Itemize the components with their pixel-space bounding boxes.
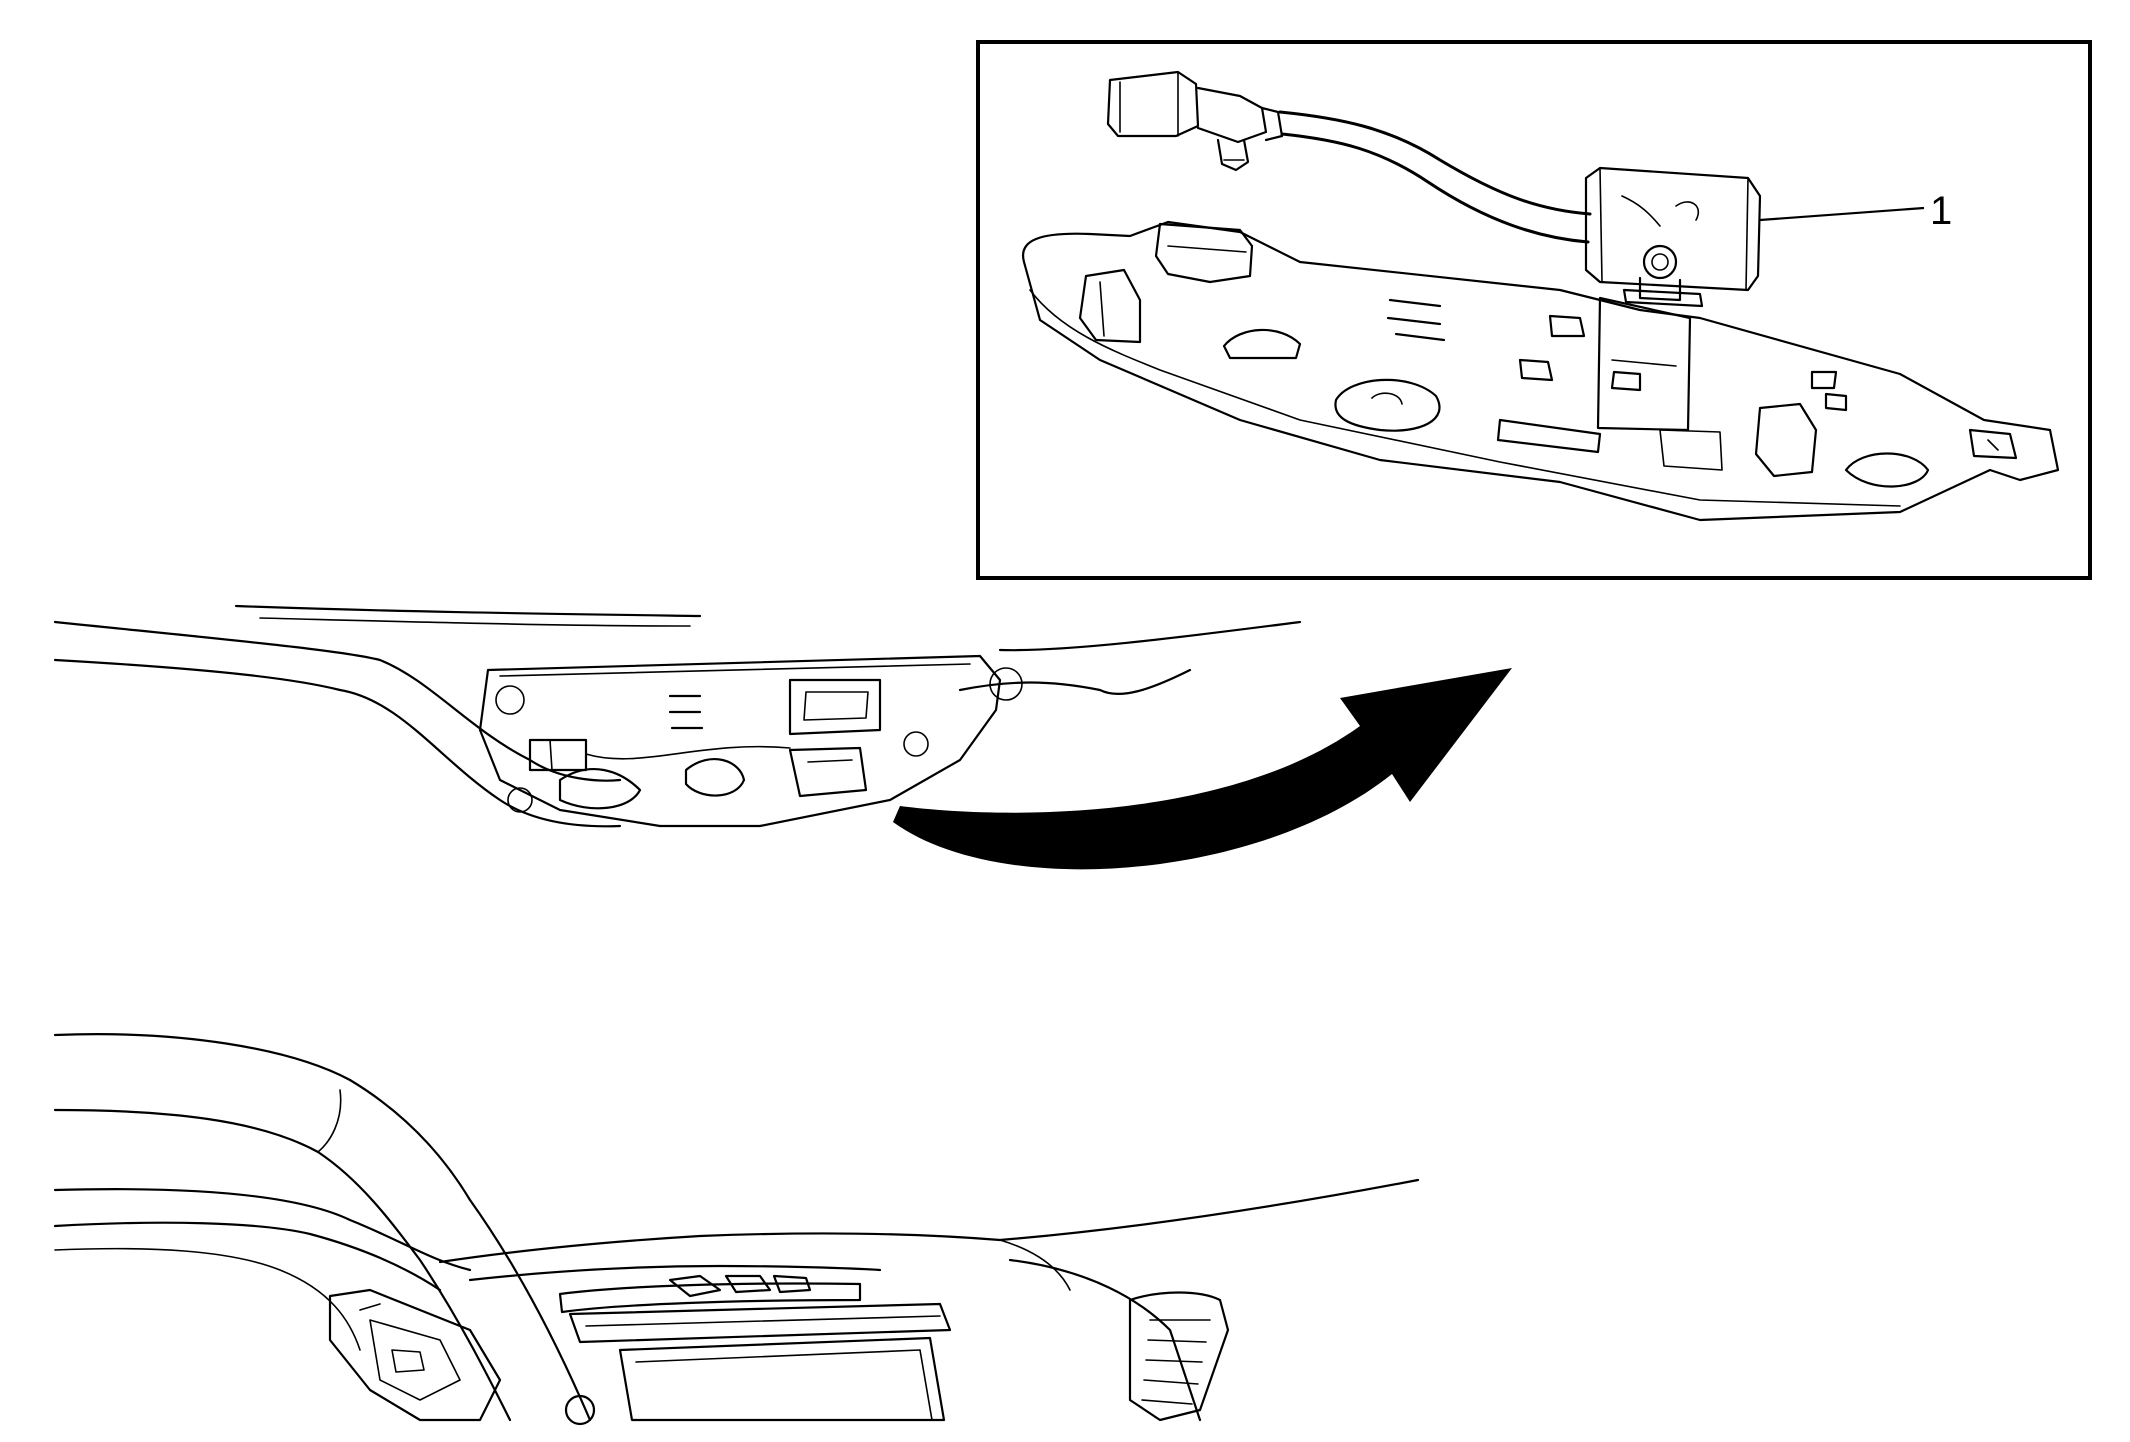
harness-wire xyxy=(1278,110,1592,244)
detail-arrow-icon xyxy=(893,668,1512,870)
instrument-panel-top-view xyxy=(53,604,1302,828)
mounting-bracket xyxy=(1021,220,2060,522)
cockpit-view xyxy=(53,1033,1420,1426)
inset-frame xyxy=(976,40,2092,580)
sensor-module xyxy=(1584,166,1762,308)
callout-1-label: 1 xyxy=(1930,189,1952,233)
harness-connector xyxy=(1106,70,1284,172)
detail-inset: 1 xyxy=(976,40,2092,580)
callout-1-leader xyxy=(1759,206,1925,222)
